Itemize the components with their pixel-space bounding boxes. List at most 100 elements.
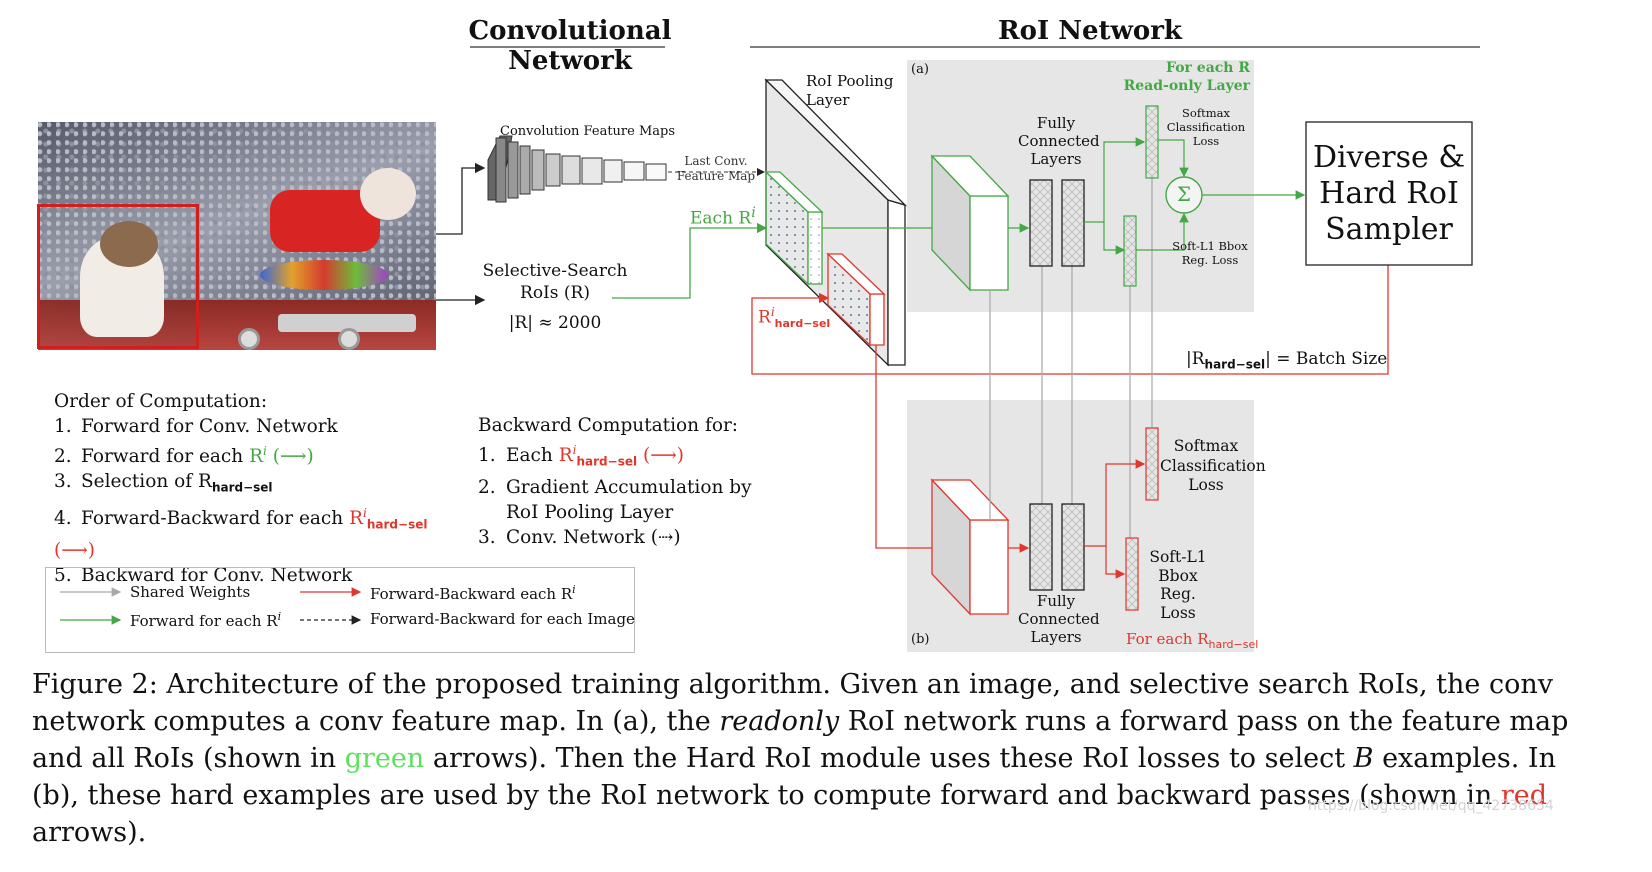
fc-layers-a <box>1029 179 1085 267</box>
stroller-wheel <box>338 328 360 350</box>
softmax-loss-a-label: Softmax Classification Loss <box>1166 106 1246 148</box>
r-hard-sel-text: R <box>758 307 771 328</box>
r-hard-sel-sub: hard−sel <box>774 317 831 331</box>
legend-forward-each-sup: i <box>277 610 282 623</box>
for-each-r-line1: For each R <box>1166 60 1250 76</box>
dog-head <box>360 168 416 220</box>
order-item-5: 5.Backward for Conv. Network <box>54 564 353 586</box>
legend-fb-each-sup: i <box>572 583 576 596</box>
sampler-box <box>1305 121 1473 266</box>
softmax-loss-b-label: Softmax Classification Loss <box>1160 437 1266 494</box>
conv-feature-maps-label: Convolution Feature Maps <box>500 124 676 139</box>
green-roi-cube <box>764 170 824 286</box>
legend-shared-weights: Shared Weights <box>130 583 251 601</box>
batch-size-sub: hard−sel <box>1204 357 1266 372</box>
caption-part3: arrows). Then the Hard RoI module uses t… <box>424 743 1354 774</box>
panel-b-tag: (b) <box>911 632 930 647</box>
caption-italic-readonly: readonly <box>719 706 840 737</box>
softl1-loss-b-label: Soft-L1 Bbox Reg. Loss <box>1149 548 1207 622</box>
for-each-r-hard-text: For each R <box>1126 630 1209 648</box>
fc-layers-b <box>1029 503 1085 591</box>
r-hard-sel-label: Rihard−sel <box>758 305 830 330</box>
caption-part4: examples. In (b), these hard examples ar… <box>32 743 1556 811</box>
order-item-4: 4.Forward-Backward for each Rihard−sel (… <box>54 505 428 561</box>
batch-size-label: |Rhard−sel| = Batch Size <box>1186 349 1387 371</box>
caption-green-word: green <box>344 743 425 774</box>
order-of-computation: Order of Computation: 1.Forward for Conv… <box>54 389 474 588</box>
softl1-to-sigma-arrow <box>1136 212 1189 251</box>
legend-fb-image: Forward-Backward for each Image <box>370 610 635 628</box>
for-each-r-hard-label: For each Rhard−sel <box>1126 630 1258 651</box>
watermark: https://blog.csdn.net/qq_42738654 <box>1308 798 1554 814</box>
backward-item-2: 2.Gradient Accumulation by <box>478 476 752 498</box>
legend-forward-each-text: Forward for each R <box>130 612 278 630</box>
fc-to-softmax-b-arrow <box>1084 459 1146 547</box>
roi-pooling-layer-label: RoI Pooling Layer <box>806 72 894 109</box>
order-title: Order of Computation: <box>54 391 268 412</box>
caption-part1: Figure 2: Architecture of the proposed t… <box>32 669 1553 737</box>
order-item-1: 1.Forward for Conv. Network <box>54 416 338 437</box>
fc-to-softl1-a-arrow <box>1103 222 1126 255</box>
caption-part2: RoI network runs a forward pass on the f… <box>32 706 1569 774</box>
backward-item-1: 1.Each Rihard−sel (⟶) <box>478 443 684 469</box>
softmax-to-sigma-arrow <box>1158 139 1189 178</box>
fc-layers-b-label: Fully Connected Layers <box>1018 592 1100 646</box>
caption-part5: arrows). <box>32 817 147 848</box>
legend-fb-each: Forward-Backward each Ri <box>370 583 576 603</box>
stroller-wheel <box>238 328 260 350</box>
softl1-loss-a-label: Soft-L1 Bbox Reg. Loss <box>1172 239 1248 267</box>
backward-item-3: 3.Conv. Network (⇢) <box>478 526 681 548</box>
roi-network-header: RoI Network <box>998 16 1182 46</box>
stroller-seat <box>260 260 388 290</box>
each-r-sup: i <box>751 205 756 221</box>
softmax-box-b <box>1145 427 1159 501</box>
backward-title: Backward Computation for: <box>478 415 739 436</box>
backward-item-2-cont: RoI Pooling Layer <box>506 501 674 523</box>
for-each-r-line2: Read-only Layer <box>1123 78 1250 94</box>
softmax-box-a <box>1145 105 1159 179</box>
sigma-symbol: Σ <box>1176 182 1192 206</box>
caption-red-word: red <box>1500 780 1547 811</box>
pooling-to-panel-b-arrow <box>875 345 948 554</box>
caption-italic-b: B <box>1353 743 1374 774</box>
each-r-label: Each Ri <box>690 205 756 229</box>
sampler-label: Diverse & Hard RoI Sampler <box>1312 140 1466 247</box>
panel-a-tag: (a) <box>911 62 929 77</box>
order-item-3: 3.Selection of Rhard−sel <box>54 471 273 495</box>
panel-a-cube <box>930 154 1010 292</box>
selective-search-rois-label: Selective-Search RoIs (R) <box>482 261 628 303</box>
figure-caption: Figure 2: Architecture of the proposed t… <box>32 666 1592 851</box>
legend-box <box>45 567 635 653</box>
sampler-to-pooling-red-arrow <box>751 265 1389 375</box>
each-r-text: Each R <box>690 208 752 229</box>
red-roi-cube <box>826 252 886 347</box>
rois-to-pooling-green-arrow <box>612 222 768 299</box>
roi-pooling-slab-top <box>764 79 908 207</box>
fc-to-softl1-b-arrow <box>1105 546 1126 579</box>
image-to-conv-arrow <box>436 162 486 235</box>
for-each-r-readonly-label: For each R Read-only Layer <box>1110 59 1250 95</box>
batch-size-pre: |R <box>1186 349 1205 369</box>
for-each-r-hard-sub: hard−sel <box>1208 638 1259 651</box>
legend-fb-each-text: Forward-Backward each R <box>370 585 573 603</box>
order-item-2: 2.Forward for each Ri (⟶) <box>54 444 314 468</box>
r-hard-sel-sup: i <box>770 305 775 319</box>
legend-lines <box>60 587 362 625</box>
r-count-label: |R| ≈ 2000 <box>508 313 602 333</box>
backward-computation: Backward Computation for: 1.Each Rihard−… <box>478 413 758 550</box>
legend-forward-each: Forward for each Ri <box>130 610 281 630</box>
fc-layers-a-label: Fully Connected Layers <box>1018 114 1100 168</box>
stroller-frame <box>278 314 416 332</box>
fc-to-softmax-a-arrow <box>1084 137 1146 223</box>
batch-size-post: | = Batch Size <box>1265 349 1388 369</box>
softl1-box-b <box>1125 537 1139 611</box>
roi-pooling-slab-side <box>887 199 906 366</box>
conv-network-header: Convolutional Network <box>468 16 672 76</box>
selected-roi-box <box>37 204 199 349</box>
last-conv-feature-map-label: Last Conv. Feature Map <box>676 154 756 183</box>
cat-head <box>100 221 158 267</box>
panel-b-cube <box>930 478 1010 616</box>
conv-feature-maps-stack <box>487 135 667 203</box>
shared-weights-lines <box>989 178 1153 538</box>
